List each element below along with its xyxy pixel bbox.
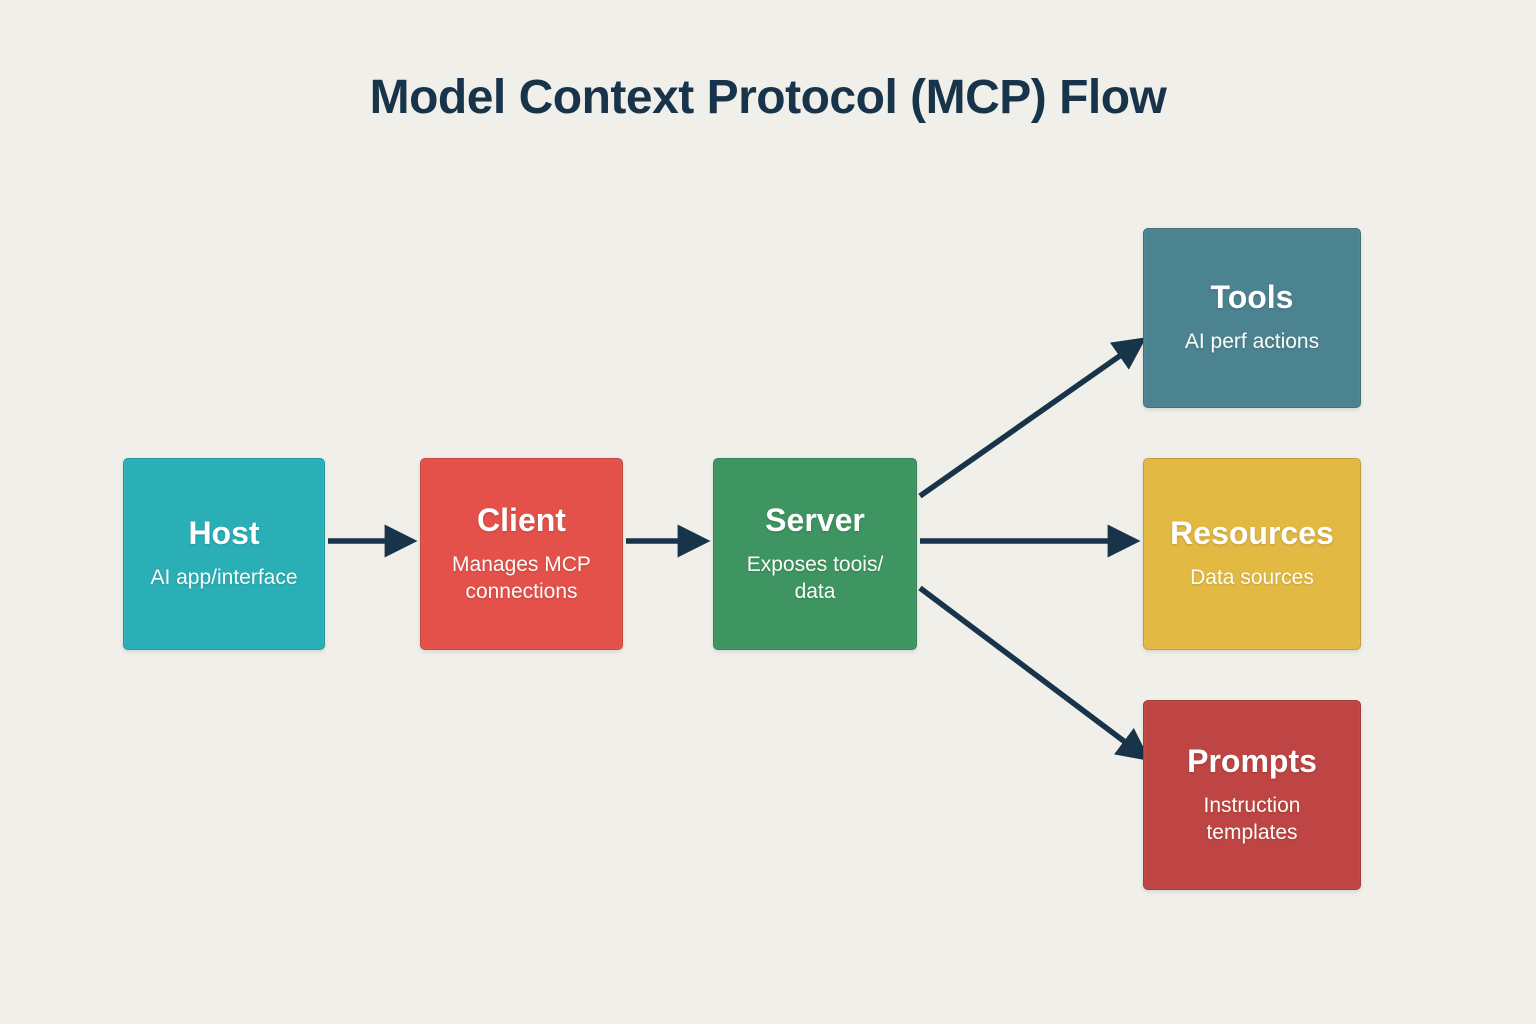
client-label: Client: [477, 502, 566, 539]
client-sublabel: Manages MCP connections: [452, 553, 591, 603]
host-sublabel: AI app/interface: [150, 566, 298, 590]
host-node: Host AI app/interface: [123, 458, 325, 650]
arrow-server-to-prompts: [918, 585, 1151, 761]
page-title: Model Context Protocol (MCP) Flow: [369, 71, 1167, 124]
tools-node: Tools AI perf actions: [1143, 228, 1361, 408]
resources-sublabel: Data sources: [1190, 566, 1314, 590]
prompts-node: Prompts Instruction templates: [1143, 700, 1361, 890]
host-label: Host: [188, 515, 260, 552]
arrow-server-to-tools: [918, 337, 1147, 499]
server-node: Server Exposes toois/ data: [713, 458, 917, 650]
prompts-label: Prompts: [1187, 743, 1317, 780]
tools-label: Tools: [1210, 279, 1294, 316]
server-sublabel: Exposes toois/ data: [746, 553, 884, 603]
server-label: Server: [765, 502, 865, 539]
client-node: Client Manages MCP connections: [420, 458, 623, 650]
prompts-sublabel: Instruction templates: [1203, 794, 1301, 844]
resources-label: Resources: [1170, 515, 1334, 552]
resources-node: Resources Data sources: [1143, 458, 1361, 650]
tools-sublabel: AI perf actions: [1184, 330, 1320, 354]
